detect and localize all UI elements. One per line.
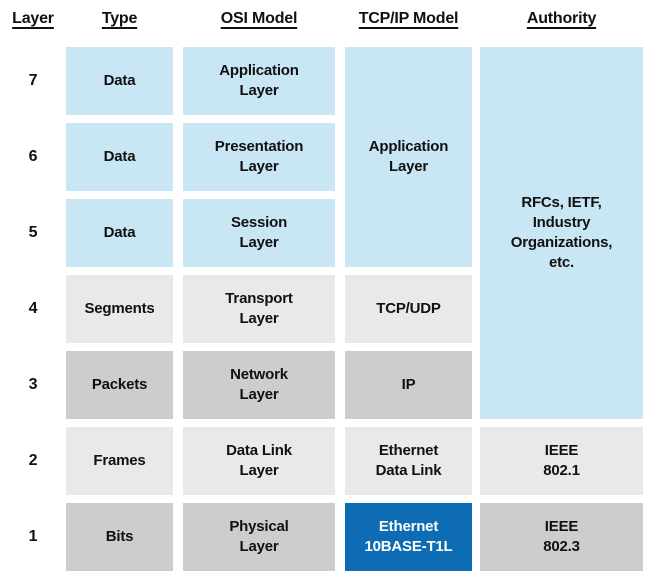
type-cell-layer7: Data [66,47,173,115]
tcpip-cell-ethernet-datalink: Ethernet Data Link [345,427,472,495]
osi-cell-network: Network Layer [183,351,335,419]
osi-cell-session: Session Layer [183,199,335,267]
type-cell-layer3: Packets [66,351,173,419]
layer-number-1: 1 [28,528,38,545]
osi-tcpip-comparison-table: Layer Type OSI Model TCP/IP Model Author… [12,9,643,571]
authority-cell-ieee-8021: IEEE 802.1 [480,427,643,495]
header-osi-model: OSI Model [220,9,298,27]
osi-cell-datalink: Data Link Layer [183,427,335,495]
header-authority: Authority [526,9,597,27]
type-cell-layer5: Data [66,199,173,267]
tcpip-cell-application: Application Layer [345,47,472,267]
authority-cell-rfcs-ietf: RFCs, IETF, Industry Organizations, etc. [480,47,643,419]
tcpip-cell-ethernet-10base-t1l-highlight: Ethernet 10BASE-T1L [345,503,472,571]
osi-cell-application: Application Layer [183,47,335,115]
osi-cell-transport: Transport Layer [183,275,335,343]
tcpip-cell-ip: IP [345,351,472,419]
layer-number-6: 6 [28,148,38,165]
header-layer: Layer [12,9,54,27]
type-cell-layer6: Data [66,123,173,191]
osi-cell-presentation: Presentation Layer [183,123,335,191]
type-cell-layer2: Frames [66,427,173,495]
layer-number-2: 2 [28,452,38,469]
header-type: Type [101,9,138,27]
authority-cell-ieee-8023: IEEE 802.3 [480,503,643,571]
header-tcpip-model: TCP/IP Model [358,9,459,27]
layer-number-5: 5 [28,224,38,241]
tcpip-cell-tcp-udp: TCP/UDP [345,275,472,343]
layer-number-4: 4 [28,300,38,317]
osi-cell-physical: Physical Layer [183,503,335,571]
layer-number-7: 7 [28,72,38,89]
layer-number-3: 3 [28,376,38,393]
type-cell-layer4: Segments [66,275,173,343]
type-cell-layer1: Bits [66,503,173,571]
